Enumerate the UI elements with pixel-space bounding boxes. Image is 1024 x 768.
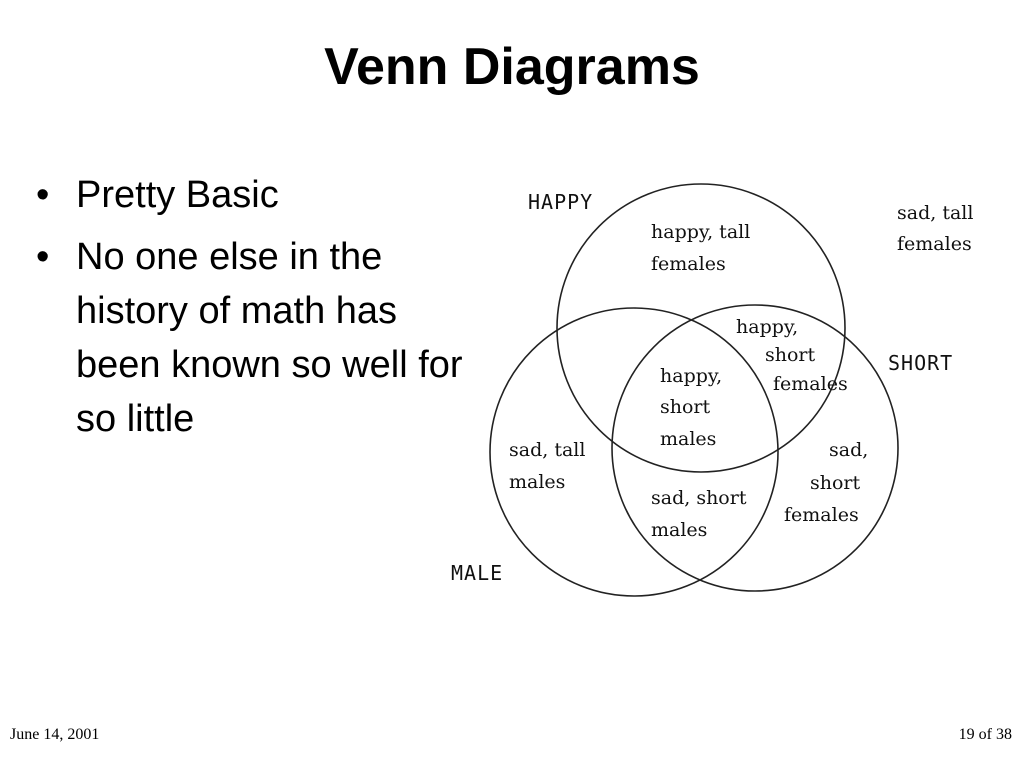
region-label-line: short (810, 472, 861, 494)
bullet-icon: • (36, 236, 50, 278)
region-happy-short-male: happy, short males (660, 365, 722, 450)
region-label-line: sad, tall (897, 202, 973, 224)
happy-set-label: HAPPY (528, 190, 593, 214)
footer-date: June 14, 2001 (10, 726, 100, 743)
region-male-only: sad, tall males (509, 439, 585, 493)
male-circle (489, 307, 779, 597)
bullet-text: No one else in the history of math has b… (76, 236, 463, 440)
region-label-line: happy, (736, 316, 798, 338)
region-label-line: females (897, 233, 972, 255)
region-happy-short: happy, short females (736, 316, 848, 395)
bullet-item: • Pretty Basic (30, 168, 480, 222)
region-label-line: sad, tall (509, 439, 585, 461)
region-label-line: happy, (660, 365, 722, 387)
region-happy-only: happy, tall females (651, 221, 750, 275)
region-label-line: sad, short (651, 487, 747, 509)
region-label-line: males (660, 428, 716, 450)
region-label-line: happy, tall (651, 221, 750, 243)
region-label-line: females (784, 504, 859, 526)
short-set-label: SHORT (888, 351, 953, 375)
region-label-line: females (651, 253, 726, 275)
region-short-male: sad, short males (651, 487, 747, 541)
happy-circle (556, 183, 846, 473)
bullet-text: Pretty Basic (76, 174, 279, 216)
male-set-label: MALE (451, 561, 503, 585)
bullet-item: • No one else in the history of math has… (30, 230, 480, 446)
region-outside: sad, tall females (897, 202, 973, 255)
bullet-list: • Pretty Basic • No one else in the hist… (30, 168, 480, 454)
bullet-icon: • (36, 174, 50, 216)
region-label-line: short (660, 396, 711, 418)
slide-title: Venn Diagrams (324, 38, 700, 96)
region-label-line: short (765, 344, 816, 366)
page-number: 19 of 38 (958, 726, 1012, 743)
region-label-line: females (773, 373, 848, 395)
region-label-line: sad, (829, 439, 868, 461)
region-label-line: males (651, 519, 707, 541)
region-label-line: males (509, 471, 565, 493)
short-circle (611, 304, 899, 592)
region-short-only: sad, short females (784, 439, 868, 526)
